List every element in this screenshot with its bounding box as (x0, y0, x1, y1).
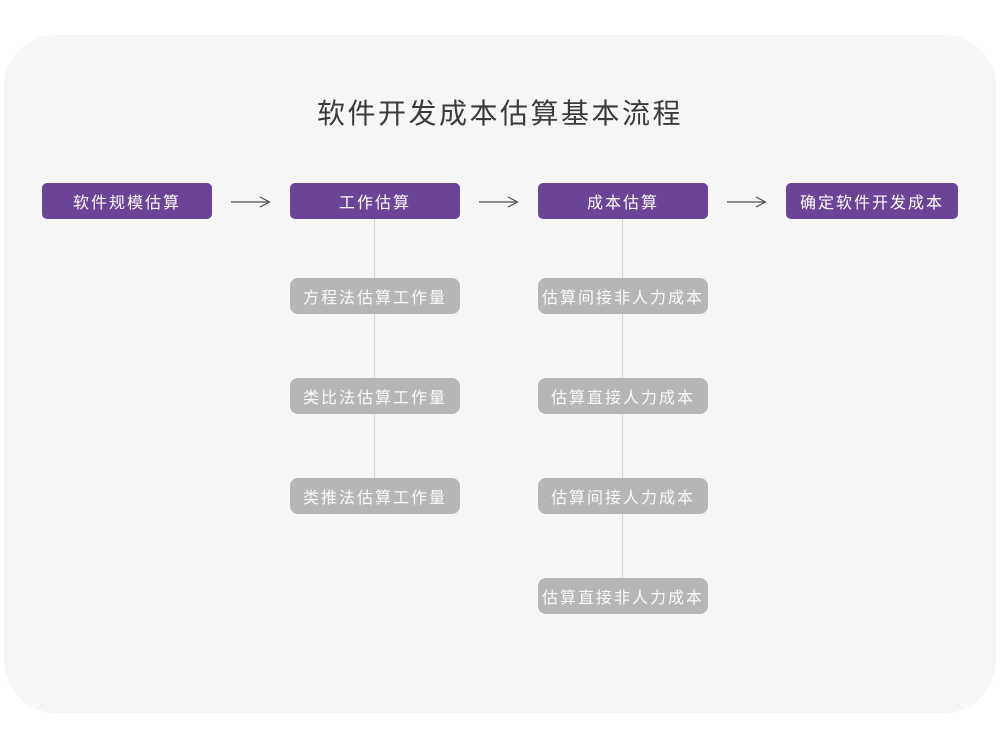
right-arrow-icon (727, 195, 767, 208)
flow-node-determine-software-dev-cost: 确定软件开发成本 (786, 183, 958, 219)
sub-node-analogy-method: 类比法估算工作量 (290, 378, 460, 414)
flow-node-cost-estimation: 成本估算 (538, 183, 708, 219)
sub-node-equation-method: 方程法估算工作量 (290, 278, 460, 314)
diagram-card (4, 35, 996, 713)
connector-line-work (374, 219, 375, 497)
flow-node-software-scale-estimation: 软件规模估算 (42, 183, 212, 219)
sub-node-indirect-labor-cost: 估算间接人力成本 (538, 478, 708, 514)
sub-node-direct-nonlabor-cost: 估算直接非人力成本 (538, 578, 708, 614)
sub-node-extrapolation-method: 类推法估算工作量 (290, 478, 460, 514)
right-arrow-icon (479, 195, 519, 208)
sub-node-direct-labor-cost: 估算直接人力成本 (538, 378, 708, 414)
sub-node-indirect-nonlabor-cost: 估算间接非人力成本 (538, 278, 708, 314)
flow-node-work-estimation: 工作估算 (290, 183, 460, 219)
diagram-title: 软件开发成本估算基本流程 (316, 98, 683, 129)
right-arrow-icon (231, 195, 271, 208)
